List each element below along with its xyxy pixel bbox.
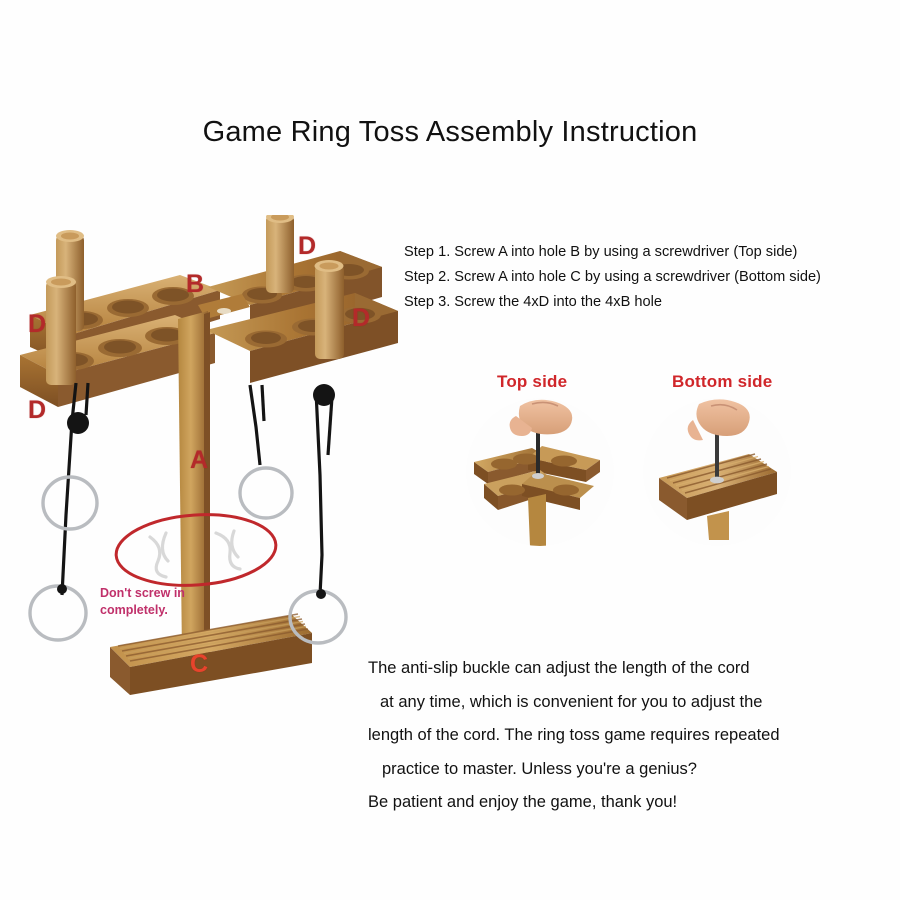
base-block-c: [110, 613, 312, 695]
callout-label-a: A: [190, 446, 209, 474]
page-title: Game Ring Toss Assembly Instruction: [202, 116, 698, 148]
steps-list: Step 1. Screw A into hole B by using a s…: [404, 240, 874, 315]
ring-left-lower: [28, 584, 88, 642]
cord-ring-right-inner: [248, 384, 266, 466]
top-side-screwdriver-illustration: [466, 398, 614, 546]
description-paragraph: The anti-slip buckle can adjust the leng…: [368, 652, 888, 820]
center-post-a: [178, 311, 210, 655]
bottom-side-inset-photo: [643, 398, 791, 546]
ring-toss-stand-illustration: [20, 215, 398, 695]
do-not-screw-warning: Don't screw in completely.: [100, 586, 185, 617]
callout-label-d: D: [298, 232, 317, 260]
ring-left-upper: [41, 475, 99, 531]
anti-slip-buckle: [148, 529, 242, 579]
ring-right-lower: [288, 589, 348, 645]
step-item: Step 2. Screw A into hole C by using a s…: [404, 269, 821, 285]
ring-right-upper: [238, 466, 294, 520]
product-photo: D B D D D A C: [10, 215, 410, 705]
peg-d-front-right: [314, 260, 344, 359]
callout-label-d: D: [28, 396, 47, 424]
buckle-highlight-ellipse: [114, 513, 278, 587]
buckle-left-outer: [67, 412, 89, 434]
paragraph-line: length of the cord. The ring toss game r…: [368, 726, 780, 744]
center-joint-hole-b: [198, 294, 250, 319]
step-item: Step 1. Screw A into hole B by using a s…: [404, 244, 798, 260]
callout-label-c: C: [190, 650, 209, 678]
paragraph-line: Be patient and enjoy the game, thank you…: [368, 793, 678, 811]
cord-ring-right-outer: [314, 390, 334, 596]
peg-d-back-right: [266, 215, 294, 293]
callout-label-d: D: [352, 304, 371, 332]
cord-ring-left-outer: [60, 382, 90, 596]
top-side-inset-photo: [466, 398, 614, 546]
bottom-side-screwdriver-illustration: [643, 398, 791, 546]
bottom-side-caption: Bottom side: [672, 372, 773, 391]
callout-label-b: B: [186, 270, 205, 298]
top-side-caption: Top side: [497, 372, 568, 391]
buckle-right-outer: [313, 384, 335, 406]
peg-d-front-left: [46, 276, 76, 385]
callout-label-d: D: [28, 310, 47, 338]
paragraph-line: at any time, which is convenient for you…: [380, 692, 763, 711]
step-item: Step 3. Screw the 4xD into the 4xB hole: [404, 294, 662, 310]
paragraph-line: The anti-slip buckle can adjust the leng…: [368, 659, 750, 677]
paragraph-line: practice to master. Unless you're a geni…: [382, 759, 697, 778]
